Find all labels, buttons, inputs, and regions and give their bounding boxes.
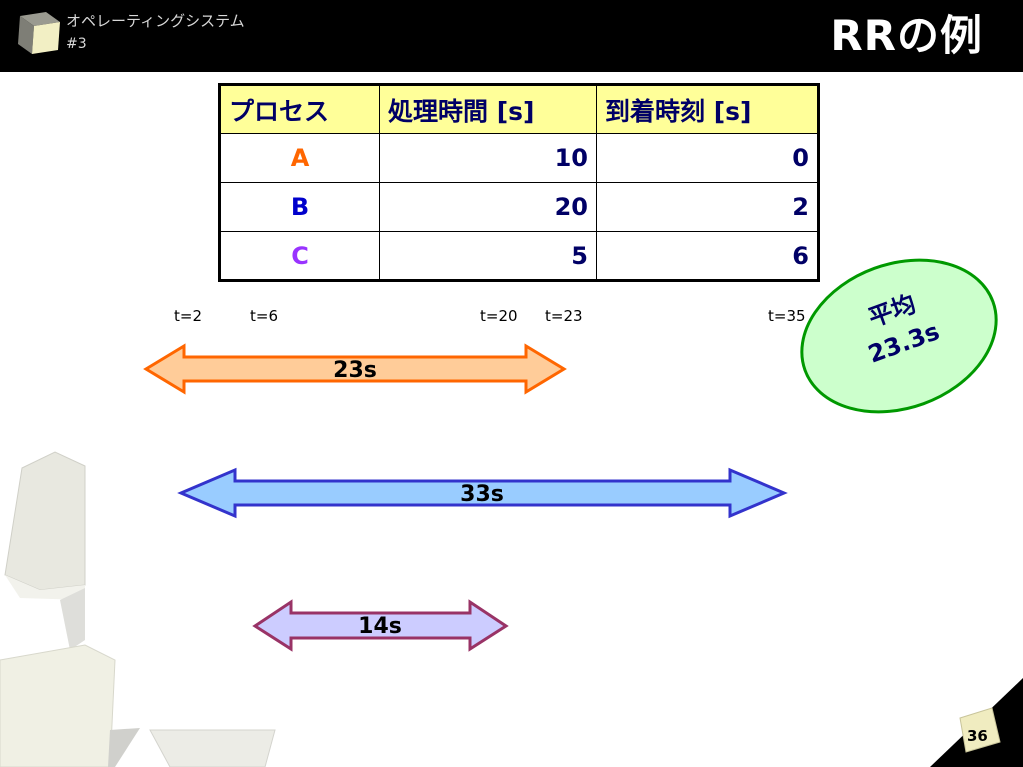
header-process: プロセス [219, 84, 380, 134]
header-processing-time: 処理時間 [s] [379, 84, 597, 134]
processing-time-cell: 10 [379, 133, 597, 183]
processing-time-cell: 20 [379, 182, 597, 232]
time-label: t=20 [480, 307, 518, 325]
time-label: t=35 [768, 307, 806, 325]
arrival-time-cell: 0 [596, 133, 819, 183]
turnaround-arrow-c [252, 599, 509, 652]
processing-time-cell: 5 [379, 231, 597, 281]
page-number: 36 [967, 727, 988, 745]
time-label: t=6 [250, 307, 278, 325]
time-label: t=23 [545, 307, 583, 325]
cube-logo-icon [18, 12, 60, 54]
process-table: プロセス 処理時間 [s] 到着時刻 [s] A 10 0 B 20 2 C 5… [218, 83, 820, 282]
decor-cube-3 [0, 644, 116, 767]
turnaround-arrow-b [177, 467, 788, 519]
table-row: A 10 0 [219, 133, 819, 183]
arrival-time-cell: 6 [596, 231, 819, 281]
process-name: C [219, 231, 380, 281]
decor-cube-2 [60, 588, 85, 650]
bar-label-b: 33s [460, 482, 504, 507]
time-label: t=2 [174, 307, 202, 325]
page-cube [959, 707, 1001, 753]
decor-cube-1-base [5, 575, 85, 600]
lecture-number: #3 [66, 36, 87, 52]
turnaround-arrow-a [143, 343, 567, 395]
decor-cube-4 [149, 729, 276, 767]
average-ellipse [800, 258, 998, 414]
process-name: A [219, 133, 380, 183]
bar-label-a: 23s [333, 358, 377, 383]
decor-cube-3-shade [108, 728, 140, 767]
header-arrival-time: 到着時刻 [s] [596, 84, 819, 134]
slide-title: RRの例 [830, 11, 983, 60]
process-name: B [219, 182, 380, 232]
table-header-row: プロセス 処理時間 [s] 到着時刻 [s] [219, 84, 819, 134]
header-bar: オペレーティングシステム #3 RRの例 [0, 0, 1023, 72]
table-row: B 20 2 [219, 182, 819, 232]
bar-label-c: 14s [358, 614, 402, 639]
course-name: オペレーティングシステム [66, 12, 245, 30]
table-row: C 5 6 [219, 231, 819, 281]
arrival-time-cell: 2 [596, 182, 819, 232]
